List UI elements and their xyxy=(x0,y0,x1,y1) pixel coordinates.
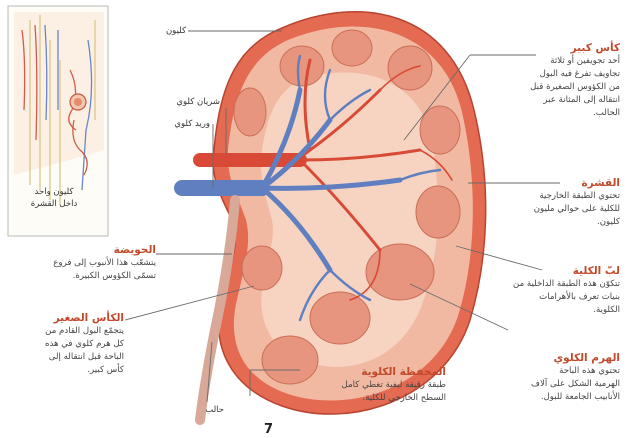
callout-line: من الكؤوس الصغيرة قبل xyxy=(490,81,620,94)
callout-line: الباحة قبل انتقاله إلى xyxy=(6,351,124,364)
callout-line: أحد تجويفين أو ثلاثة xyxy=(490,55,620,68)
renal-vein-label: وريد كلوي xyxy=(140,118,210,130)
callout-line: بنيات تعرف بالأهرامات xyxy=(470,291,620,304)
callout-title: الكأس الصغير xyxy=(6,312,124,325)
callout-title: القشرة xyxy=(490,177,620,190)
callout-minor-calyx: الكأس الصغير يتجمّع البول القادم من كل ه… xyxy=(6,312,124,377)
callout-line: يتجمّع البول القادم من xyxy=(6,325,124,338)
callout-text: أحد تجويفين أو ثلاثة تجاويف تفرغ فيه الب… xyxy=(490,55,620,120)
callout-title: المحفظة الكلوية xyxy=(296,366,446,379)
callout-line: الأنابيب الجامعة للبول. xyxy=(480,391,620,404)
callout-line: يتشعّب هذا الأنبوب إلى فروع xyxy=(6,257,156,270)
inset-caption: كليون واحد داخل القشرة xyxy=(14,186,94,210)
callout-line: كل هرم كلوي في هذه xyxy=(6,338,124,351)
pyramid xyxy=(420,106,460,154)
inset-caption-line1: كليون واحد xyxy=(14,186,94,198)
callout-text: تحتوي الطبقة الخارجية للكلية على حوالي م… xyxy=(490,190,620,229)
callout-line: الحالب. xyxy=(490,107,620,120)
pyramid xyxy=(280,46,324,86)
callout-line: كأس كبير. xyxy=(6,364,124,377)
nephron-label: كليون xyxy=(140,25,186,37)
callout-line: طبقة رقيقة ليفية تغطي كامل xyxy=(296,379,446,392)
pyramid xyxy=(416,186,460,238)
callout-line: الهرمية الشكل على آلاف xyxy=(480,378,620,391)
callout-medulla: لبّ الكلية تتكوّن هذه الطبقة الداخلية من… xyxy=(470,265,620,317)
pyramid xyxy=(310,292,370,344)
callout-title: الحويضة xyxy=(6,244,156,257)
callout-title: كأس كبير xyxy=(490,42,620,55)
pyramid xyxy=(234,88,266,136)
callout-line: تحتوي هذه الباحة xyxy=(480,365,620,378)
callout-pyramid: الهرم الكلوي تحتوي هذه الباحة الهرمية ال… xyxy=(480,352,620,404)
callout-capsule: المحفظة الكلوية طبقة رقيقة ليفية تغطي كا… xyxy=(296,366,446,405)
callout-line: تحتوي الطبقة الخارجية xyxy=(490,190,620,203)
callout-line: الكلوية. xyxy=(470,304,620,317)
pyramid xyxy=(366,244,434,300)
callout-text: تحتوي هذه الباحة الهرمية الشكل على آلاف … xyxy=(480,365,620,404)
callout-pelvis: الحويضة يتشعّب هذا الأنبوب إلى فروع تسمّ… xyxy=(6,244,156,283)
callout-line: تجاويف تفرغ فيه البول xyxy=(490,68,620,81)
callout-line: تتكوّن هذه الطبقة الداخلية من xyxy=(470,278,620,291)
callout-text: يتشعّب هذا الأنبوب إلى فروع تسمّى الكؤوس… xyxy=(6,257,156,283)
kidney xyxy=(182,12,486,420)
pyramid xyxy=(388,46,432,90)
callout-line: تسمّى الكؤوس الكبيرة. xyxy=(6,270,156,283)
callout-title: لبّ الكلية xyxy=(470,265,620,278)
callout-title: الهرم الكلوي xyxy=(480,352,620,365)
callout-cortex: القشرة تحتوي الطبقة الخارجية للكلية على … xyxy=(490,177,620,229)
pyramid xyxy=(332,30,372,66)
inset-caption-line2: داخل القشرة xyxy=(14,198,94,210)
callout-line: السطح الخارجي للكلية. xyxy=(296,392,446,405)
callout-text: تتكوّن هذه الطبقة الداخلية من بنيات تعرف… xyxy=(470,278,620,317)
callout-line: انتقاله إلى المثانة عبر xyxy=(490,94,620,107)
renal-artery-label: شريان كلوي xyxy=(140,96,220,108)
callout-text: طبقة رقيقة ليفية تغطي كامل السطح الخارجي… xyxy=(296,379,446,405)
page-number: 7 xyxy=(264,422,273,437)
ureter-label: حالب xyxy=(194,404,224,416)
callout-major-calyx: كأس كبير أحد تجويفين أو ثلاثة تجاويف تفر… xyxy=(490,42,620,120)
pyramid xyxy=(242,246,282,290)
callout-text: يتجمّع البول القادم من كل هرم كلوي في هذ… xyxy=(6,325,124,377)
callout-line: للكلية على حوالي مليون xyxy=(490,203,620,216)
callout-line: كليون. xyxy=(490,216,620,229)
